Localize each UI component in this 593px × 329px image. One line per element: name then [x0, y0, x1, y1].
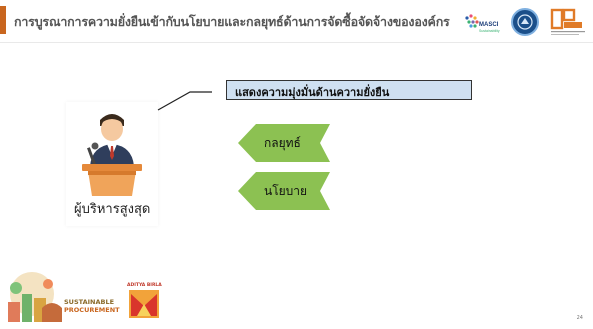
procurement-label: PROCUREMENT — [64, 306, 120, 314]
svg-text:MASCI: MASCI — [479, 22, 499, 28]
callout-connector-line — [157, 91, 212, 111]
sustainable-procurement-illustration — [8, 272, 62, 322]
strategy-arrow — [238, 124, 330, 162]
sustainable-label: SUSTAINABLE — [64, 298, 115, 306]
commitment-callout: แสดงความมุ่งมั่นด้านความยั่งยืน — [226, 80, 472, 100]
aditya-birla-name: ADITYA BIRLA — [127, 283, 162, 288]
speaker-label: ผู้บริหารสูงสุด — [74, 202, 151, 217]
slide-title: การบูรณาการความยั่งยืนเข้ากับนโยบายและกล… — [14, 14, 450, 29]
seal-icon — [511, 8, 539, 36]
masci-logo-icon: MASCI Sustainability — [465, 14, 500, 33]
callout-text: แสดงความมุ่งมั่นด้านความยั่งยืน — [235, 86, 390, 99]
strategy-arrow-label: กลยุทธ์ — [264, 136, 301, 150]
header-divider — [0, 42, 593, 43]
page-number: 24 — [576, 315, 583, 321]
policy-arrow-label: นโยบาย — [264, 184, 308, 198]
speaker-at-podium-icon — [82, 114, 142, 196]
speaker-card — [66, 102, 158, 226]
header-logos: MASCI Sustainability — [459, 6, 589, 40]
svg-text:Sustainability: Sustainability — [479, 29, 500, 33]
title-accent-bar — [0, 6, 6, 34]
aditya-birla-logo-icon — [129, 290, 159, 318]
policy-arrow — [238, 172, 330, 210]
ipc-logo-icon — [550, 8, 585, 35]
